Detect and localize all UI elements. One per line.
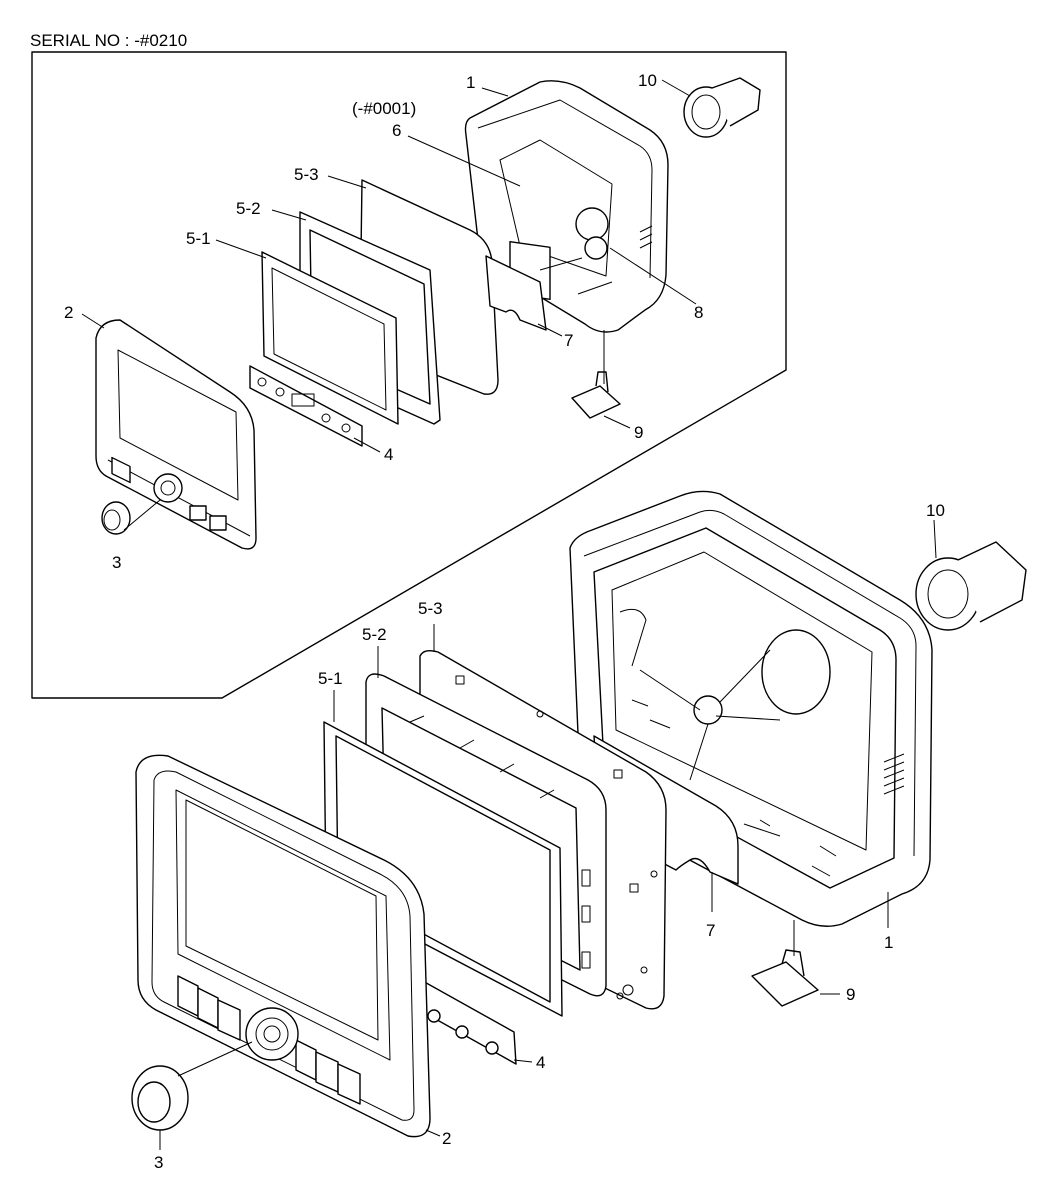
callout-top-10: 10	[638, 71, 657, 90]
callout-bottom-5-2: 5-2	[362, 625, 387, 644]
top-knob-3	[101, 501, 131, 535]
inset-border	[31, 51, 787, 699]
top-leader-lines	[81, 79, 697, 531]
top-assembly: 1 10 (-#0001) 6 5-3 5-2 5-1 2 8 7 4 9 3	[64, 71, 761, 572]
callout-bottom-2: 2	[442, 1129, 451, 1148]
bottom-knob-3	[131, 1065, 189, 1131]
top-clip-9	[571, 371, 621, 419]
callout-bottom-1: 1	[884, 933, 893, 952]
bottom-left-button-cluster	[177, 975, 241, 1041]
bottom-right-button-cluster	[295, 1039, 361, 1105]
bottom-grommet-10	[915, 541, 1027, 631]
top-bracket-7	[485, 255, 547, 331]
callout-top-4: 4	[384, 445, 393, 464]
callout-bottom-4: 4	[536, 1053, 545, 1072]
top-lcd-5-1	[261, 251, 399, 425]
bottom-front-bezel-2	[135, 754, 431, 1138]
top-pcb-4	[249, 365, 363, 447]
callout-top-5-1: 5-1	[186, 229, 211, 248]
callout-bottom-5-1: 5-1	[318, 669, 343, 688]
callout-top-7: 7	[564, 331, 573, 350]
bottom-clip-9	[751, 949, 819, 1007]
top-grommet-10	[683, 77, 761, 138]
callout-top-5-3: 5-3	[294, 165, 319, 184]
callout-bottom-7: 7	[706, 921, 715, 940]
callout-bottom-10: 10	[926, 501, 945, 520]
bottom-leader-lines	[159, 519, 937, 1150]
serial-number-header: SERIAL NO : -#0210	[30, 31, 187, 50]
callout-top-1: 1	[466, 73, 475, 92]
callout-top-serial-note: (-#0001)	[352, 99, 416, 118]
top-rear-housing	[464, 80, 669, 333]
callout-top-5-2: 5-2	[236, 199, 261, 218]
callout-bottom-9: 9	[846, 985, 855, 1004]
callout-top-6: 6	[392, 121, 401, 140]
callout-top-9: 9	[634, 423, 643, 442]
callout-top-3: 3	[112, 553, 121, 572]
bottom-assembly: 10 5-3 5-2 5-1 7 1 9 4 2 3	[131, 490, 1027, 1172]
callout-bottom-5-3: 5-3	[418, 599, 443, 618]
callout-top-2: 2	[64, 303, 73, 322]
callout-top-8: 8	[694, 303, 703, 322]
callout-bottom-3: 3	[154, 1153, 163, 1172]
top-front-bezel-2	[95, 319, 257, 550]
